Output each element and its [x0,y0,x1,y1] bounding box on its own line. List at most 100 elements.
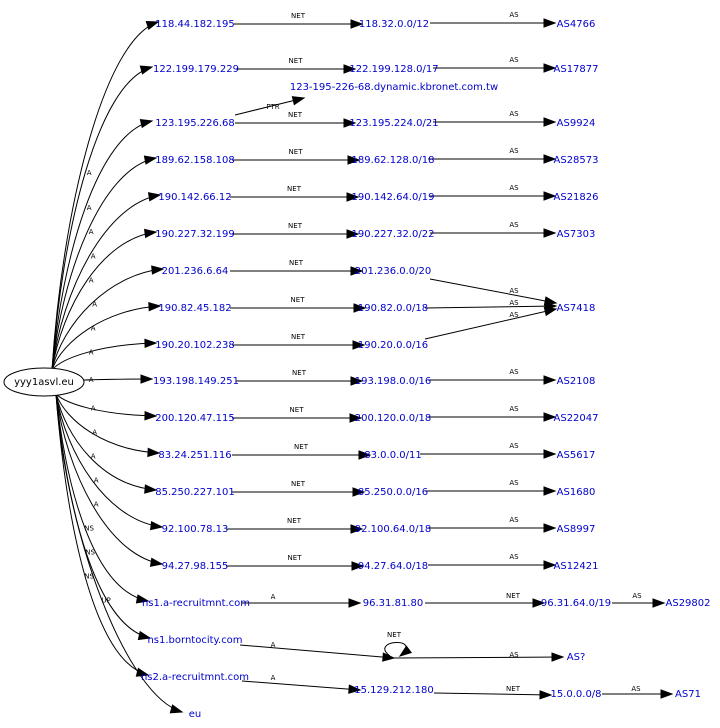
as-node-3[interactable]: AS28573 [554,155,599,166]
row-8-net-edge-arrowhead [352,340,366,350]
row-2-ptr-edge-arrowhead [291,96,306,106]
net-node-17[interactable]: 15.0.0.0/8 [550,689,601,700]
host-node-14[interactable]: 94.27.98.155 [162,561,229,572]
net-node-10[interactable]: 200.120.0.0/18 [355,413,432,424]
row-10-as-edge-arrowhead [543,412,557,422]
host-node-16[interactable]: ns1.borntocity.com [147,635,242,646]
net-node-13[interactable]: 92.100.64.0/18 [355,524,432,535]
net-node-0[interactable]: 118.32.0.0/12 [359,19,429,30]
net-node-1[interactable]: 122.199.128.0/17 [349,64,438,75]
net-node-8[interactable]: 190.20.0.0/16 [358,340,428,351]
host-node-7[interactable]: 190.82.45.182 [158,303,231,314]
row-7-root-edge-arrowhead [148,301,162,312]
as-node-12[interactable]: AS1680 [557,487,596,498]
net-node-2[interactable]: 123.195.224.0/21 [349,118,438,129]
row-17-net-edge-arrowhead [539,690,553,700]
row-16-ip-edge [239,644,395,659]
host-node-12[interactable]: 85.250.227.101 [155,487,235,498]
row-9-as-edge-arrowhead [543,375,557,385]
row-7-net-edge-label: NET [291,296,306,304]
row-5-net-edge-label: NET [288,222,303,230]
as-node-17[interactable]: AS71 [675,689,701,700]
as-node-5[interactable]: AS7303 [557,229,596,240]
row-1-as-edge-arrowhead [543,63,557,73]
net-node-3[interactable]: 189.62.128.0/18 [352,155,435,166]
ptr-node-2[interactable]: 123-195-226-68.dynamic.kbronet.com.tw [290,82,498,93]
row-17-ip-edge-label: A [271,674,276,682]
row-2-as-edge-label: AS [509,110,519,118]
row-3-root-edge [51,157,157,371]
net-node-6[interactable]: 201.236.0.0/20 [355,266,432,277]
host-node-0[interactable]: 118.44.182.195 [155,19,235,30]
net-node-9[interactable]: 193.198.0.0/16 [355,376,432,387]
row-3-root-edge-arrowhead [143,155,158,165]
row-7-root-edge-label: A [91,324,96,332]
row-13-net-edge-label: NET [287,517,302,525]
net-node-14[interactable]: 94.27.64.0/18 [358,561,428,572]
net-node-7[interactable]: 190.82.0.0/18 [358,303,428,314]
row-14-root-edge [55,393,163,565]
host-node-4[interactable]: 190.142.66.12 [158,192,231,203]
as-node-1[interactable]: AS17877 [554,64,599,75]
ip-node-17[interactable]: 15.129.212.180 [354,685,434,696]
row-4-root-edge [51,194,161,371]
row-0-as-edge-label: AS [509,11,519,19]
row-13-root-edge-arrowhead [150,520,164,531]
row-14-net-edge-label: NET [288,554,303,562]
row-12-root-edge-label: A [91,452,96,460]
host-node-15[interactable]: ns1.a-recruitmnt.com [142,598,250,609]
row-3-root-edge-label: A [89,228,94,236]
as-node-10[interactable]: AS22047 [554,413,599,424]
row-10-net-edge-label: NET [290,406,305,414]
as-node-15[interactable]: AS29802 [666,598,711,609]
as-node-0[interactable]: AS4766 [557,19,596,30]
row-11-root-edge [55,393,160,454]
host-node-5[interactable]: 190.227.32.199 [155,229,235,240]
host-node-8[interactable]: 190.20.102.238 [155,340,235,351]
as-node-4[interactable]: AS21826 [554,192,599,203]
row-10-root-edge-arrowhead [144,411,158,421]
row-8-root-edge [51,342,157,371]
root-node[interactable] [3,367,85,397]
net-node-4[interactable]: 190.142.64.0/19 [352,192,435,203]
ip-node-15[interactable]: 96.31.81.80 [363,598,423,609]
row-11-as-edge-label: AS [509,442,519,450]
host-node-3[interactable]: 189.62.158.108 [155,155,235,166]
row-5-root-edge [51,231,157,371]
host-node-1[interactable]: 122.199.179.229 [153,64,239,75]
net-node-12[interactable]: 85.250.0.0/16 [358,487,428,498]
row-0-as-edge-arrowhead [543,18,557,28]
net-node-5[interactable]: 190.227.32.0/22 [352,229,435,240]
net-node-11[interactable]: 83.0.0.0/11 [364,450,421,461]
as-node-14[interactable]: AS12421 [554,561,599,572]
row-10-root-edge-label: A [91,404,96,412]
row-18-root-edge [55,393,183,713]
as-node-16[interactable]: AS? [567,652,586,663]
row-15-as-edge-label: AS [632,592,642,600]
as-node-13[interactable]: AS8997 [557,524,596,535]
host-node-2[interactable]: 123.195.226.68 [155,118,235,129]
host-node-6[interactable]: 201.236.6.64 [162,266,229,277]
row-8-as-edge-label: AS [509,311,519,319]
as-node-9[interactable]: AS2108 [557,376,596,387]
row-12-net-edge-label: NET [291,480,306,488]
host-node-11[interactable]: 83.24.251.116 [158,450,231,461]
host-node-17[interactable]: ns2.a-recruitmnt.com [141,672,249,683]
row-4-net-edge-label: NET [287,185,302,193]
host-node-9[interactable]: 193.198.149.251 [153,376,239,387]
host-node-18[interactable]: eu [189,709,202,720]
host-node-10[interactable]: 200.120.47.115 [155,413,235,424]
row-16-as-edge-label: AS [509,651,519,659]
row-0-net-edge-label: NET [291,12,306,20]
net-node-15[interactable]: 96.31.64.0/19 [541,598,611,609]
row-15-root-edge-arrowhead [135,594,150,604]
as-node-2[interactable]: AS9924 [557,118,596,129]
row-3-as-edge-label: AS [509,147,519,155]
as-node-11[interactable]: AS5617 [557,450,596,461]
row-6-net-edge-label: NET [289,259,304,267]
row-4-root-edge-arrowhead [147,192,162,202]
row-2-ptr-edge-label: PTR [266,103,279,111]
host-node-13[interactable]: 92.100.78.13 [162,524,229,535]
row-12-root-edge [55,393,157,491]
as-node-7[interactable]: AS7418 [557,303,596,314]
